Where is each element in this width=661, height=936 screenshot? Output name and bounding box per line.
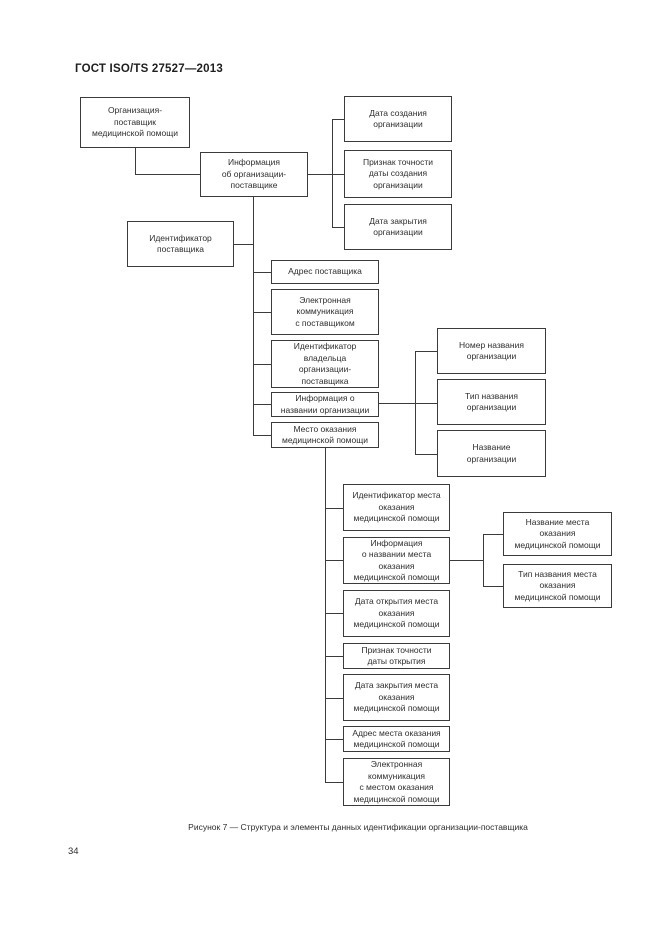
connector	[325, 508, 343, 509]
connector	[332, 119, 344, 120]
connector	[483, 534, 503, 535]
connector	[253, 435, 271, 436]
node-place-address: Адрес места оказания медицинской помощи	[343, 726, 450, 752]
connector	[483, 586, 503, 587]
node-place-of-care: Место оказания медицинской помощи	[271, 422, 379, 448]
node-place-ecomm: Электронная коммуникация с местом оказан…	[343, 758, 450, 806]
connector	[483, 534, 484, 587]
connector	[325, 613, 343, 614]
connector	[135, 148, 136, 174]
connector	[415, 351, 416, 454]
connector	[234, 244, 253, 245]
node-supplier-address: Адрес поставщика	[271, 260, 379, 284]
node-place-date-open: Дата открытия места оказания медицинской…	[343, 590, 450, 637]
node-org-name-type: Тип названия организации	[437, 379, 546, 425]
node-place-name-info: Информация о названии места оказания мед…	[343, 537, 450, 584]
connector	[253, 312, 271, 313]
node-accuracy-date-open: Признак точности даты открытия	[343, 643, 450, 669]
connector	[325, 448, 326, 782]
connector	[332, 227, 344, 228]
connector	[415, 454, 437, 455]
node-supplier-ecomm: Электронная коммуникация с поставщиком	[271, 289, 379, 335]
connector	[253, 197, 254, 436]
node-org-name: Название организации	[437, 430, 546, 477]
connector	[415, 351, 437, 352]
node-org-name-number: Номер названия организации	[437, 328, 546, 374]
connector	[253, 364, 271, 365]
node-org-supplier: Организация- поставщик медицинской помощ…	[80, 97, 190, 148]
connector	[135, 174, 200, 175]
connector	[379, 403, 437, 404]
connector	[308, 174, 344, 175]
standard-header: ГОСТ ISO/TS 27527—2013	[75, 63, 223, 75]
node-owner-id: Идентификатор владельца организации- пос…	[271, 340, 379, 388]
node-info-org: Информация об организации- поставщике	[200, 152, 308, 197]
connector	[253, 404, 271, 405]
node-accuracy-date-created: Признак точности даты создания организац…	[344, 150, 452, 198]
connector	[450, 560, 483, 561]
connector	[325, 698, 343, 699]
connector	[253, 272, 271, 273]
node-place-id: Идентификатор места оказания медицинской…	[343, 484, 450, 531]
connector	[325, 560, 343, 561]
connector	[332, 119, 333, 228]
connector	[325, 739, 343, 740]
node-place-date-close: Дата закрытия места оказания медицинской…	[343, 674, 450, 721]
connector	[325, 656, 343, 657]
node-place-name: Название места оказания медицинской помо…	[503, 512, 612, 556]
connector	[325, 782, 343, 783]
node-date-created: Дата создания организации	[344, 96, 452, 142]
figure-caption: Рисунок 7 — Структура и элементы данных …	[188, 822, 528, 832]
node-date-closed: Дата закрытия организации	[344, 204, 452, 250]
node-supplier-id: Идентификатор поставщика	[127, 221, 234, 267]
node-org-name-info: Информация о названии организации	[271, 392, 379, 417]
node-place-name-type: Тип названия места оказания медицинской …	[503, 564, 612, 608]
page-number: 34	[68, 846, 79, 857]
